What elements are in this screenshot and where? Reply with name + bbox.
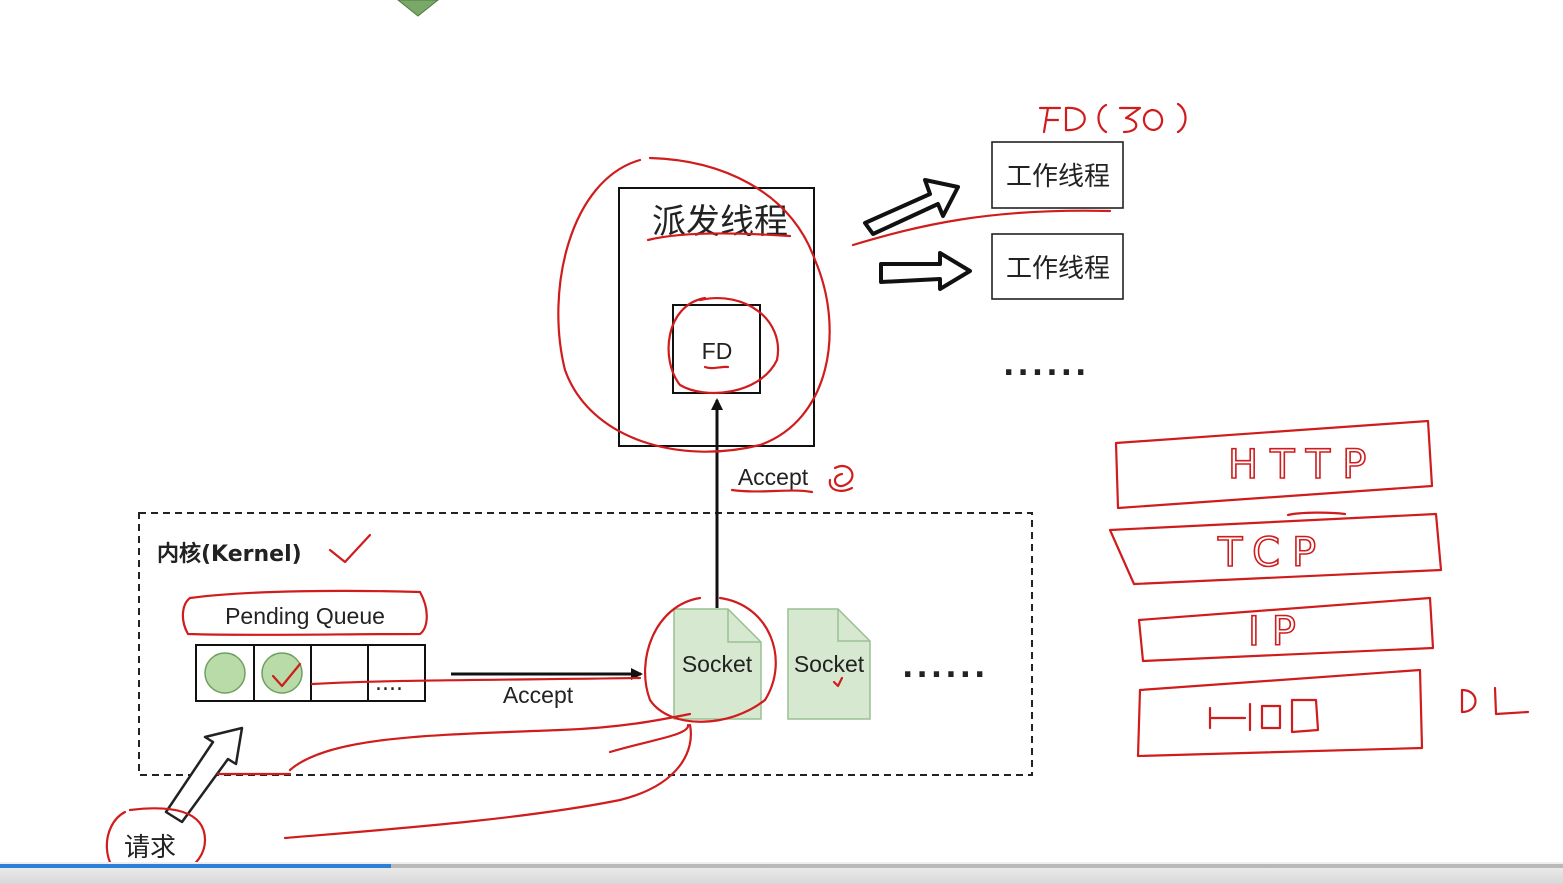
socket-circle bbox=[643, 596, 777, 723]
socket-label-1: Socket bbox=[682, 651, 753, 677]
socket-label-2: Socket bbox=[794, 651, 865, 677]
accept-label: Accept bbox=[503, 682, 574, 708]
accept-num-scribble bbox=[828, 465, 854, 492]
http-layer bbox=[1114, 419, 1434, 510]
tcp-label: TCP bbox=[1217, 530, 1328, 576]
socket-tick bbox=[832, 676, 844, 688]
socket-doc-2 bbox=[787, 608, 871, 720]
block-arrow-upper bbox=[863, 178, 960, 236]
workers-ellipsis: ...... bbox=[1003, 348, 1089, 383]
ip-label: IP bbox=[1248, 609, 1308, 655]
queued-request-2 bbox=[261, 652, 303, 694]
fd-box bbox=[672, 304, 761, 394]
dispatcher-underline bbox=[646, 232, 792, 242]
ip-layer bbox=[1137, 596, 1435, 663]
worker-label-bottom: 工作线程 bbox=[1006, 254, 1110, 284]
kernel-label: 内核(Kernel) bbox=[157, 541, 302, 567]
fd-underline bbox=[703, 365, 730, 370]
accept-underline bbox=[730, 488, 814, 494]
queue-cell-4 bbox=[367, 644, 426, 702]
request-path-lower bbox=[283, 723, 692, 840]
tcp-layer bbox=[1108, 512, 1443, 586]
pending-queue-label: Pending Queue bbox=[225, 603, 385, 629]
socket-doc-2-fold bbox=[837, 609, 870, 642]
request-label: 请求 bbox=[124, 833, 176, 863]
socket-doc-1-fold bbox=[727, 609, 761, 643]
video-progress-fill bbox=[0, 864, 391, 868]
queue-check bbox=[271, 662, 302, 688]
queue-cell-3 bbox=[310, 644, 369, 702]
dl-layer bbox=[1136, 668, 1424, 758]
queue-line bbox=[310, 676, 642, 686]
worker-box-top bbox=[991, 141, 1124, 209]
request-block-arrow bbox=[164, 726, 244, 824]
fd-circle bbox=[667, 296, 780, 395]
upper-worker-line bbox=[851, 209, 1112, 247]
socket-doc-1 bbox=[673, 608, 762, 720]
sockets-more: ...... bbox=[902, 650, 988, 685]
kernel-check bbox=[328, 533, 372, 564]
request-path-middle bbox=[608, 723, 690, 754]
dl-scribble bbox=[1460, 686, 1530, 716]
fd-note-scribble bbox=[1038, 102, 1187, 134]
request-path-upper bbox=[288, 712, 692, 772]
top-green-shape bbox=[397, 0, 439, 17]
tcp-underline bbox=[1286, 511, 1347, 517]
fd-label: FD bbox=[702, 338, 733, 364]
accept-up-label: Accept bbox=[738, 464, 809, 490]
dispatcher-circle bbox=[557, 156, 831, 453]
kernel-region bbox=[138, 512, 1033, 776]
pending-queue-oval bbox=[181, 589, 428, 636]
video-progress-track[interactable] bbox=[0, 864, 1563, 868]
queued-request-1 bbox=[204, 652, 246, 694]
worker-label-top: 工作线程 bbox=[1006, 162, 1110, 192]
block-arrow-lower bbox=[879, 251, 972, 291]
http-label: HTTP bbox=[1228, 442, 1378, 488]
worker-box-bottom bbox=[991, 233, 1124, 300]
dl-layer-scribble bbox=[1208, 698, 1320, 734]
queue-more: .... bbox=[375, 671, 403, 696]
